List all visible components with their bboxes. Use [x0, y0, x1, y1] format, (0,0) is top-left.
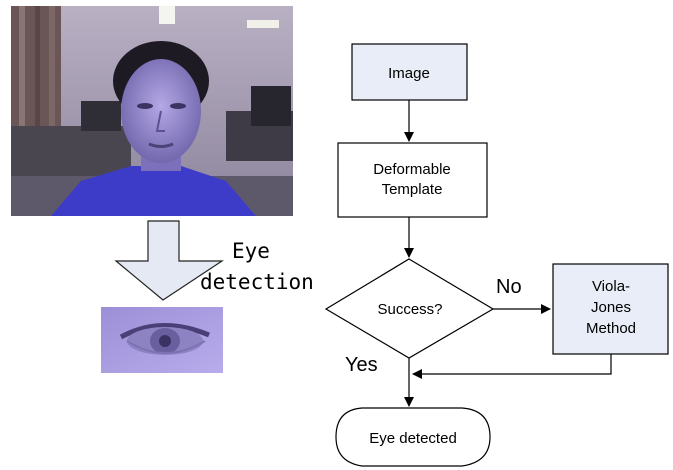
detected-eye-crop	[101, 307, 223, 373]
eye-detection-line2: detection	[200, 270, 314, 294]
image-node-label: Image	[388, 65, 430, 82]
eye-detection-label: Eye detection	[200, 236, 314, 298]
edge-viola-return	[412, 354, 612, 379]
deformable-template-line2: Template	[382, 181, 443, 198]
image-node	[351, 43, 468, 101]
viola-jones-line1: Viola-	[592, 278, 630, 295]
eye-detection-line1: Eye	[232, 239, 270, 263]
down-arrow-icon	[114, 220, 224, 301]
yes-label: Yes	[345, 354, 378, 376]
viola-jones-node	[552, 263, 669, 355]
webcam-face-photo	[11, 6, 293, 216]
viola-jones-line3: Method	[586, 320, 636, 337]
eye-detected-node	[335, 407, 491, 467]
viola-jones-line2: Jones	[591, 299, 631, 316]
success-decision-label: Success?	[377, 301, 442, 318]
no-label: No	[496, 276, 522, 298]
deformable-template-node	[337, 142, 488, 218]
deformable-template-line1: Deformable	[373, 161, 451, 178]
eye-detected-label: Eye detected	[369, 430, 457, 447]
